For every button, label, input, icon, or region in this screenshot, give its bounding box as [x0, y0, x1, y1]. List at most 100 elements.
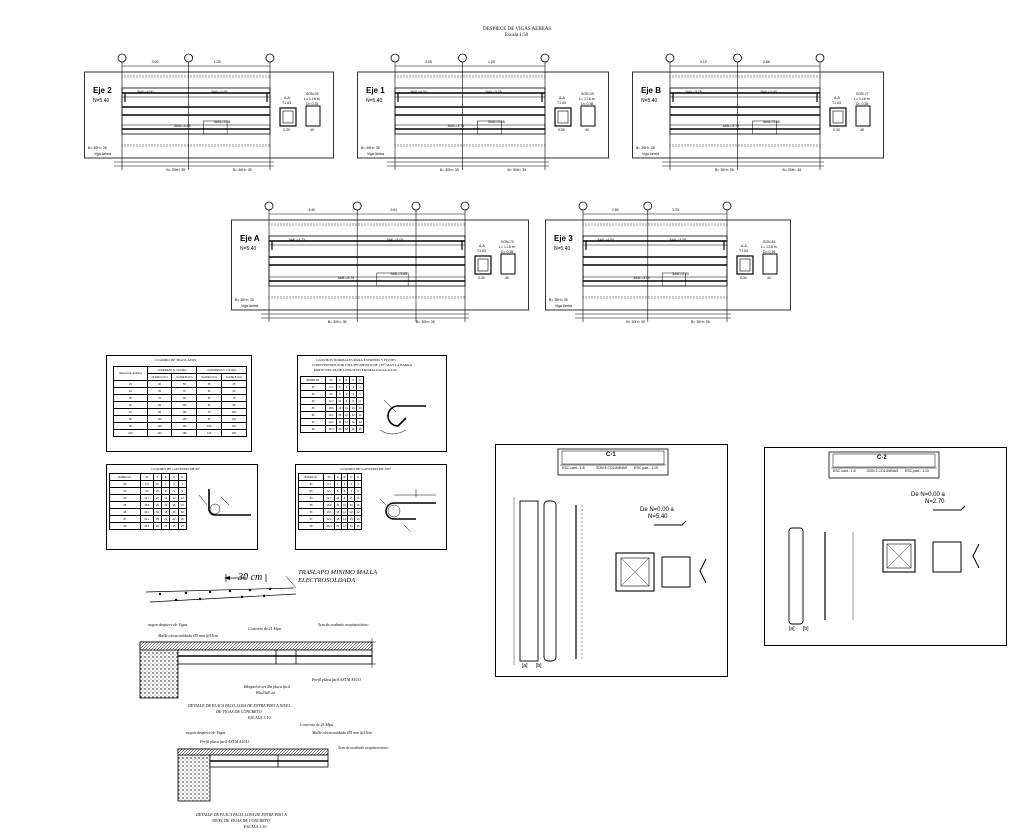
traslapos-cell: 90	[196, 415, 222, 423]
section-sub: T1 #3	[477, 249, 486, 253]
traslapos-cell: 75	[196, 408, 222, 416]
traslapos-cell: 55	[146, 387, 173, 395]
gancho180-cell: 12	[340, 508, 349, 516]
gancho90-cell: 15	[152, 487, 163, 495]
d2-label-3: Perfil placa facil ASTM A1011	[200, 739, 250, 744]
gancho180-cell: 22.2	[323, 515, 335, 523]
gancho90-cell: 12.7	[139, 494, 154, 502]
beam-dim-4: B= 30H= 35	[782, 168, 802, 172]
column-range-end: N=5.40	[648, 514, 668, 520]
column-esc-cant: ESC.cant.: 1:8	[833, 469, 856, 473]
malla-drawing	[145, 574, 297, 603]
malla-title-2: ELECTROSOLDADA	[298, 577, 356, 584]
beam-axis-label: Eje A	[240, 234, 260, 243]
beam-level: N=5.40	[93, 98, 110, 104]
beam-note: Viga Aérea	[241, 304, 259, 308]
gancho180-cell: 8	[354, 494, 362, 502]
gancho90-cell: #6	[109, 508, 141, 516]
gancho90-header: BARRA No.	[109, 473, 141, 481]
malla-title-1: TRASLAPO MINIMO MALLA	[298, 569, 378, 576]
gancho90-header: B	[161, 473, 171, 481]
traslapos-cell: 100	[196, 422, 222, 430]
gancho180-cell: 12	[347, 508, 356, 516]
beam-dim-3: B= 30H= 35	[166, 168, 186, 172]
stirrup-width: 40	[860, 128, 864, 132]
ganchos-title: GANCHOS NORMALES PARA ESTRIBOS Y FLEJES	[316, 358, 396, 362]
gancho90-header: D	[177, 473, 188, 481]
ganchos-cell: #6	[299, 411, 327, 419]
ganchos-header: C	[349, 376, 358, 384]
beam-axis-label: Eje B	[641, 86, 662, 95]
column-tag-a: [a]	[789, 626, 795, 632]
gancho90-cell: 15	[177, 501, 188, 509]
stirrup-label: SON-09	[581, 92, 594, 96]
ganchos-cell: 10	[335, 397, 344, 405]
detail-1-drawing	[139, 638, 376, 699]
stirrup-length: L= 1.16 m	[304, 97, 320, 101]
beam-bar-bot-1: 3#4L=3.75	[722, 124, 740, 128]
ganchos-cell: 9.5	[325, 390, 337, 398]
gancho180-title: CUADRO DE GANCHOS DE 180°	[340, 467, 392, 471]
stirrup-d: D= 0.35	[501, 250, 514, 254]
gancho90-cell: #8	[109, 522, 141, 530]
gancho90-cell: 9	[161, 487, 171, 495]
column-tag-b: [b]	[536, 663, 542, 669]
gancho180-cell: 6	[333, 480, 342, 488]
gancho90-cell: 12	[169, 494, 179, 502]
detail-2-drawing	[177, 748, 329, 802]
gancho180-cell: 4	[347, 480, 356, 488]
column-name: C-2	[877, 455, 887, 461]
traslapos-header: CONCRETO f'c = 21 Mpa	[196, 366, 247, 374]
ganchos-cell: 14	[349, 418, 358, 426]
ganchos-cell: 16	[349, 425, 358, 433]
gancho180-cell: 16	[340, 522, 349, 530]
ganchos-cell: 10	[349, 404, 358, 412]
section-label: A-A	[559, 96, 565, 100]
beam-bar-bot-2: 3#4L=3.05	[390, 272, 408, 276]
gancho180-cell: 4	[354, 480, 362, 488]
d2-label-0: negon despiece de Vigas	[186, 730, 226, 735]
traslapos-cell: #4	[113, 387, 148, 395]
gancho180-cell: #4	[297, 494, 325, 502]
beam-bar-top-1: 3#4L=4.00	[597, 238, 615, 242]
gancho180-header: BARRA No.	[297, 473, 325, 481]
hook-90-drawing	[198, 489, 251, 516]
gancho180-cell: 14	[354, 515, 362, 523]
ganchos-header: A	[335, 376, 344, 384]
beam-bar-bot-2: 3#4L=3.05	[763, 120, 780, 124]
gancho180-cell: 8	[347, 494, 356, 502]
gancho90-cell: 35	[152, 515, 163, 523]
ganchos-cell: 14	[356, 418, 364, 426]
beam-section-size: B= 30H= 35	[235, 298, 254, 302]
beam-dim-1: 4.15	[700, 60, 707, 64]
d1-label-1: Concreto de 21 Mpa	[248, 626, 281, 631]
beam-bar-top-1: 3#4L=3.75	[288, 238, 306, 242]
gancho180-header: A	[333, 473, 342, 481]
gancho180-cell: 10	[340, 501, 349, 509]
gancho90-cell: 9	[177, 487, 188, 495]
gancho90-cell: 15	[169, 501, 179, 509]
gancho90-cell: #5	[109, 501, 141, 509]
beam-level: N=5.40	[554, 246, 571, 252]
beam-bar-top-1: 3#4L=4.00	[410, 90, 427, 94]
beam-section-size: B= 30H= 35	[549, 298, 568, 302]
gancho180-cell: 6.4	[323, 480, 335, 488]
ganchos-cell: 12	[349, 411, 358, 419]
stirrup-length: L= 1.16 m	[579, 97, 595, 101]
column-range-end: N=2.70	[925, 499, 945, 505]
gancho180-cell: #7	[297, 515, 325, 523]
traslapos-cell: 60	[220, 387, 248, 395]
beam-axis-label: Eje 2	[93, 86, 112, 95]
